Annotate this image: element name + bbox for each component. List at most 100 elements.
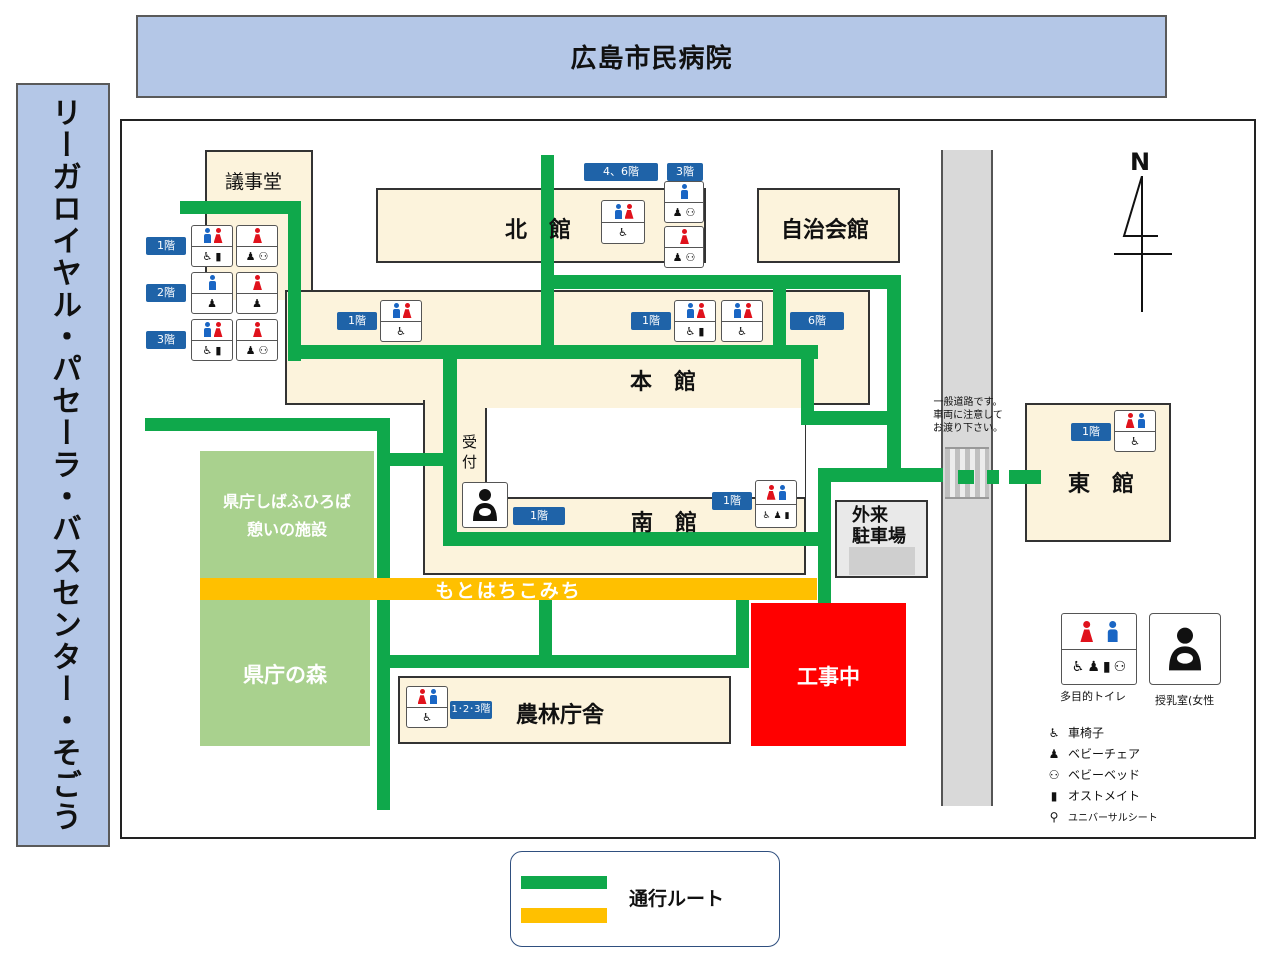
north-arrow-icon	[1114, 176, 1172, 312]
route-segment	[377, 655, 749, 668]
east-label: 東 館	[1068, 472, 1135, 497]
floor-badge: 3階	[667, 163, 703, 181]
gijido-label: 議事堂	[225, 171, 283, 193]
baby-bed-icon: ⚇	[1048, 767, 1060, 782]
route-segment	[180, 201, 301, 214]
left-banner: リーガロイヤル・パセーラ・バスセンター・そごう	[16, 83, 110, 847]
north-label: 北 館	[505, 218, 572, 243]
nursing-room-icon	[462, 482, 508, 528]
legend-nursing-label: 授乳室(女性	[1155, 694, 1215, 707]
route-segment	[288, 201, 301, 361]
hospital-banner: 広島市民病院	[136, 15, 1167, 98]
legend-multi-toilet-icon: ♿♟▮⚇	[1061, 613, 1137, 685]
ostomate-icon: ▮	[1050, 788, 1058, 803]
legend-item-label: 車椅子	[1068, 726, 1105, 740]
toilet-sign: ♿♟▮	[755, 480, 797, 528]
wheelchair-icon: ♿	[202, 249, 213, 263]
main-south-join	[425, 398, 805, 408]
floor-badge: 2階	[146, 284, 186, 302]
wheelchair-icon: ♿	[1048, 725, 1060, 740]
legend-nursing-icon	[1149, 613, 1221, 685]
legend-green-swatch	[521, 876, 607, 889]
toilet-sign: ♿	[406, 686, 448, 728]
main-label: 本 館	[630, 370, 697, 395]
toilet-sign: ♿▮	[191, 319, 233, 361]
toilet-sign: ♟⚇	[236, 319, 278, 361]
route-segment	[541, 155, 554, 355]
legend-item-label: ベビーチェア	[1068, 747, 1141, 761]
route-segment	[145, 418, 390, 431]
universal-sheet-icon: ⚲	[1049, 809, 1059, 824]
toilet-sign: ♿	[721, 300, 763, 342]
jichikaikan-label: 自治会館	[781, 218, 870, 243]
floor-badge: 1階	[513, 507, 565, 525]
floor-badge: 1階	[712, 492, 752, 510]
route-segment	[541, 275, 901, 289]
legend-yellow-swatch	[521, 908, 607, 923]
motohachi-path: もとはちこみち	[200, 578, 817, 602]
legend-route-label: 通行ルート	[629, 888, 725, 910]
toilet-sign: ♟⚇	[664, 181, 704, 223]
route-segment	[443, 345, 457, 545]
north-mark: N	[1130, 148, 1151, 176]
route-segment	[987, 470, 999, 484]
road-note: 一般道路です。 車両に注意して お渡り下さい。	[933, 397, 1003, 434]
floor-badge: 1･2･3階	[450, 701, 492, 719]
legend-item-label: ベビーベッド	[1068, 768, 1141, 782]
floor-badge: 1階	[1071, 423, 1111, 441]
legend-item: ⚇ ベビーベッド	[1040, 764, 1240, 785]
legend-multi-toilet-label: 多目的トイレ	[1060, 690, 1126, 703]
shibafu-label: 県庁しばふひろば 憩いの施設	[222, 492, 351, 539]
legend-list: ♿ 車椅子 ♟ ベビーチェア ⚇ ベビーベッド ▮ オストメイト ⚲ ユニバーサ…	[1040, 722, 1240, 827]
toilet-sign: ♿	[380, 300, 422, 342]
route-segment	[377, 418, 390, 810]
route-segment	[773, 285, 786, 355]
mori-area	[200, 600, 370, 746]
hospital-banner-label: 広島市民病院	[570, 44, 733, 74]
route-legend: 通行ルート	[510, 851, 780, 947]
toilet-sign: ♟⚇	[664, 226, 704, 268]
floor-badge: 1階	[631, 312, 671, 330]
toilet-sign: ♟⚇	[236, 225, 278, 267]
mori-label: 県庁の森	[243, 663, 327, 687]
toilet-sign: ♟	[191, 272, 233, 314]
courtyard	[485, 403, 805, 499]
route-segment	[818, 468, 943, 482]
route-segment	[443, 532, 831, 546]
route-segment	[736, 598, 749, 666]
parking-label: 外来 駐車場	[852, 505, 906, 547]
parking-inner	[849, 547, 915, 575]
route-segment	[539, 598, 552, 666]
motohachi-label: もとはちこみち	[435, 579, 582, 602]
legend-item-label: ユニバーサルシート	[1068, 813, 1158, 824]
left-banner-label: リーガロイヤル・パセーラ・バスセンター・そごう	[46, 97, 81, 833]
legend-item: ♿ 車椅子	[1040, 722, 1240, 743]
toilet-sign: ♿	[601, 200, 645, 244]
south-label: 南 館	[631, 511, 698, 536]
legend-item: ▮ オストメイト	[1040, 785, 1240, 806]
route-segment	[818, 468, 831, 603]
toilet-sign: ♟	[236, 272, 278, 314]
jichikaikan-building	[757, 188, 900, 263]
toilet-sign: ♿	[1114, 410, 1156, 452]
construction-label: 工事中	[797, 665, 860, 689]
route-segment	[1009, 470, 1041, 484]
toilet-sign: ♿▮	[674, 300, 716, 342]
route-segment	[958, 470, 974, 484]
construction-area	[751, 603, 906, 746]
floor-badge: 6階	[790, 312, 844, 330]
floor-badge: 3階	[146, 331, 186, 349]
reception-label: 受 付	[462, 433, 478, 471]
map-frame	[120, 119, 1256, 839]
route-segment	[377, 453, 447, 466]
norin-label: 農林庁舎	[516, 703, 605, 728]
floor-badge: 4、6階	[584, 163, 658, 181]
legend-item: ♟ ベビーチェア	[1040, 743, 1240, 764]
floor-badge: 1階	[337, 312, 377, 330]
legend-item: ⚲ ユニバーサルシート	[1040, 806, 1240, 827]
baby-chair-icon: ♟	[1048, 746, 1060, 761]
shibafu-area	[200, 451, 374, 578]
toilet-sign: ♿▮	[191, 225, 233, 267]
floor-badge: 1階	[146, 237, 186, 255]
legend-item-label: オストメイト	[1068, 789, 1141, 803]
